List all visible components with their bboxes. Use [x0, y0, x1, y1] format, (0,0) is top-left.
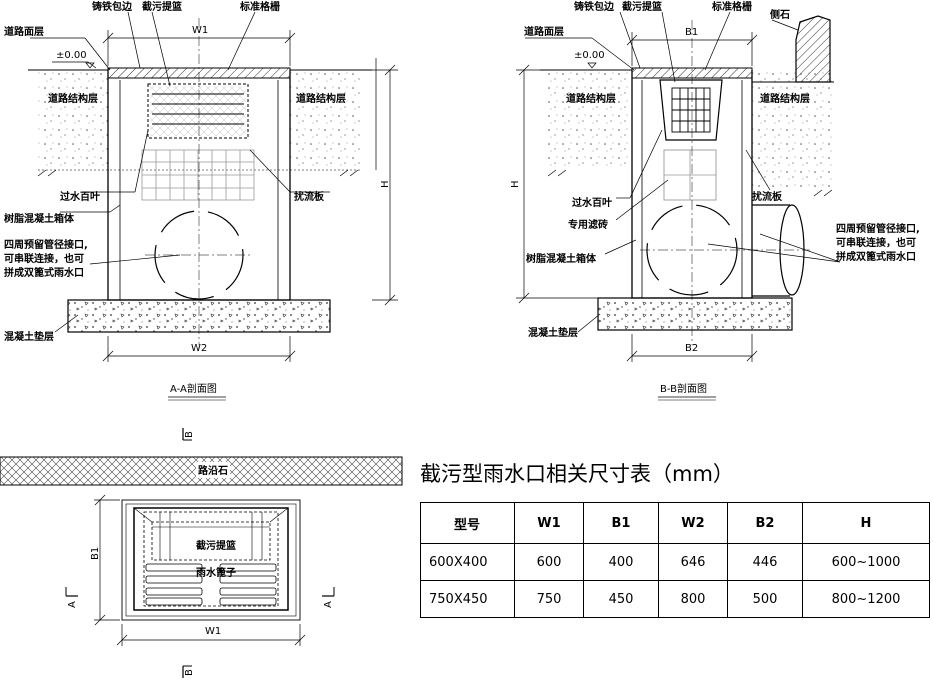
label-cushion: 混凝土垫层 — [4, 330, 54, 343]
table-title: 截污型雨水口相关尺寸表（mm） — [420, 462, 734, 486]
label-curb-b: 侧石 — [770, 8, 790, 21]
label-louver-b: 过水百叶 — [572, 196, 612, 209]
label-baffle: 扰流板 — [294, 190, 325, 203]
dim-b1-plan: B1 — [90, 547, 101, 560]
title-a-a: A-A剖面图 — [170, 382, 217, 395]
cell-w2: 646 — [658, 543, 728, 581]
label-structure-left-b: 道路结构层 — [566, 92, 616, 105]
cut-a-left: A — [67, 601, 78, 608]
label-grate: 标准格栅 — [239, 0, 280, 13]
label-filter-b: 专用滤砖 — [568, 218, 608, 231]
label-pipe-1: 四周预留管径接口, — [4, 238, 88, 251]
header-b1: B1 — [583, 502, 659, 544]
cell-b2: 500 — [727, 580, 803, 618]
basket-b — [659, 79, 723, 141]
label-louver: 过水百叶 — [60, 190, 100, 203]
header-b2: B2 — [727, 502, 803, 544]
dim-b1: B1 — [685, 27, 698, 38]
basket-outline — [147, 83, 249, 139]
label-baffle-b: 扰流板 — [752, 190, 783, 203]
table-row: 750X450 750 450 800 500 800~1200 — [420, 580, 930, 618]
label-elevation: ±0.00 — [56, 50, 87, 61]
plan-frame — [133, 507, 289, 611]
dimension-table: 型号 W1 B1 W2 B2 H 600X400 600 400 646 446… — [420, 502, 930, 618]
header-h: H — [802, 502, 930, 544]
soil-left — [38, 70, 108, 170]
cut-b-bottom: B — [184, 669, 195, 676]
label-basket: 截污提篮 — [142, 0, 182, 13]
label-road-surface-b: 道路面层 — [524, 25, 564, 38]
soil-right — [290, 70, 360, 170]
label-cushion-b: 混凝土垫层 — [528, 326, 578, 339]
label-edge: 铸铁包边 — [92, 0, 133, 13]
plan-outer-box — [121, 499, 301, 621]
label-box-b: 树脂混凝土箱体 — [526, 252, 597, 265]
cell-model: 750X450 — [420, 580, 515, 618]
cell-h: 800~1200 — [802, 580, 930, 618]
cell-w1: 600 — [514, 543, 584, 581]
cell-b1: 450 — [583, 580, 659, 618]
label-basket-b: 截污提篮 — [622, 0, 662, 13]
dim-b2: B2 — [685, 343, 698, 354]
header-model: 型号 — [420, 502, 515, 544]
cell-w1: 750 — [514, 580, 584, 618]
louver-grid — [141, 149, 255, 201]
label-edge-b: 铸铁包边 — [574, 0, 615, 13]
dim-h-right: H — [510, 180, 521, 188]
label-basket-plan: 截污提篮 — [196, 539, 236, 552]
header-w1: W1 — [514, 502, 584, 544]
soil-right-b — [752, 70, 832, 190]
label-pipe-2: 可串联连接，也可 — [4, 252, 84, 265]
table-row: 600X400 600 400 646 446 600~1000 — [420, 543, 930, 581]
section-a-a — [28, 11, 398, 362]
label-structure-right-b: 道路结构层 — [760, 92, 810, 105]
cell-model: 600X400 — [420, 543, 515, 581]
dim-w2: W2 — [191, 343, 207, 354]
label-structure-left: 道路结构层 — [48, 92, 98, 105]
label-curb-plan: 路沿石 — [198, 464, 228, 477]
plan-view — [0, 428, 403, 678]
label-structure-right: 道路结构层 — [296, 92, 346, 105]
curb-stone — [795, 15, 831, 83]
cut-b-top: B — [184, 431, 195, 438]
label-elevation-b: ±0.00 — [574, 50, 605, 61]
header-w2: W2 — [658, 502, 728, 544]
grate-slots — [145, 563, 277, 606]
soil-left-b — [548, 70, 632, 170]
label-pipe-1-b: 四周预留管径接口, — [836, 222, 920, 235]
cell-b1: 400 — [583, 543, 659, 581]
dim-w1: W1 — [192, 25, 208, 36]
label-pipe-2-b: 可串联连接，也可 — [836, 236, 916, 249]
label-road-surface: 道路面层 — [4, 25, 44, 38]
dim-w1-plan: W1 — [205, 626, 221, 637]
concrete-cushion-b — [597, 297, 793, 331]
cell-h: 600~1000 — [802, 543, 930, 581]
label-box: 树脂混凝土箱体 — [4, 212, 75, 225]
title-b-b: B-B剖面图 — [660, 382, 707, 395]
cell-b2: 446 — [727, 543, 803, 581]
label-grate-b: 标准格栅 — [711, 0, 752, 13]
cut-a-right: A — [323, 601, 334, 608]
section-b-b — [516, 11, 841, 362]
label-pipe-3: 拼成双篦式雨水口 — [4, 266, 84, 279]
dim-h-left: H — [380, 180, 391, 188]
label-grate-plan: 雨水篦子 — [196, 566, 236, 579]
label-pipe-3-b: 拼成双篦式雨水口 — [836, 250, 916, 263]
concrete-cushion — [67, 299, 331, 333]
table-header-row: 型号 W1 B1 W2 B2 H — [420, 502, 930, 544]
cell-w2: 800 — [658, 580, 728, 618]
